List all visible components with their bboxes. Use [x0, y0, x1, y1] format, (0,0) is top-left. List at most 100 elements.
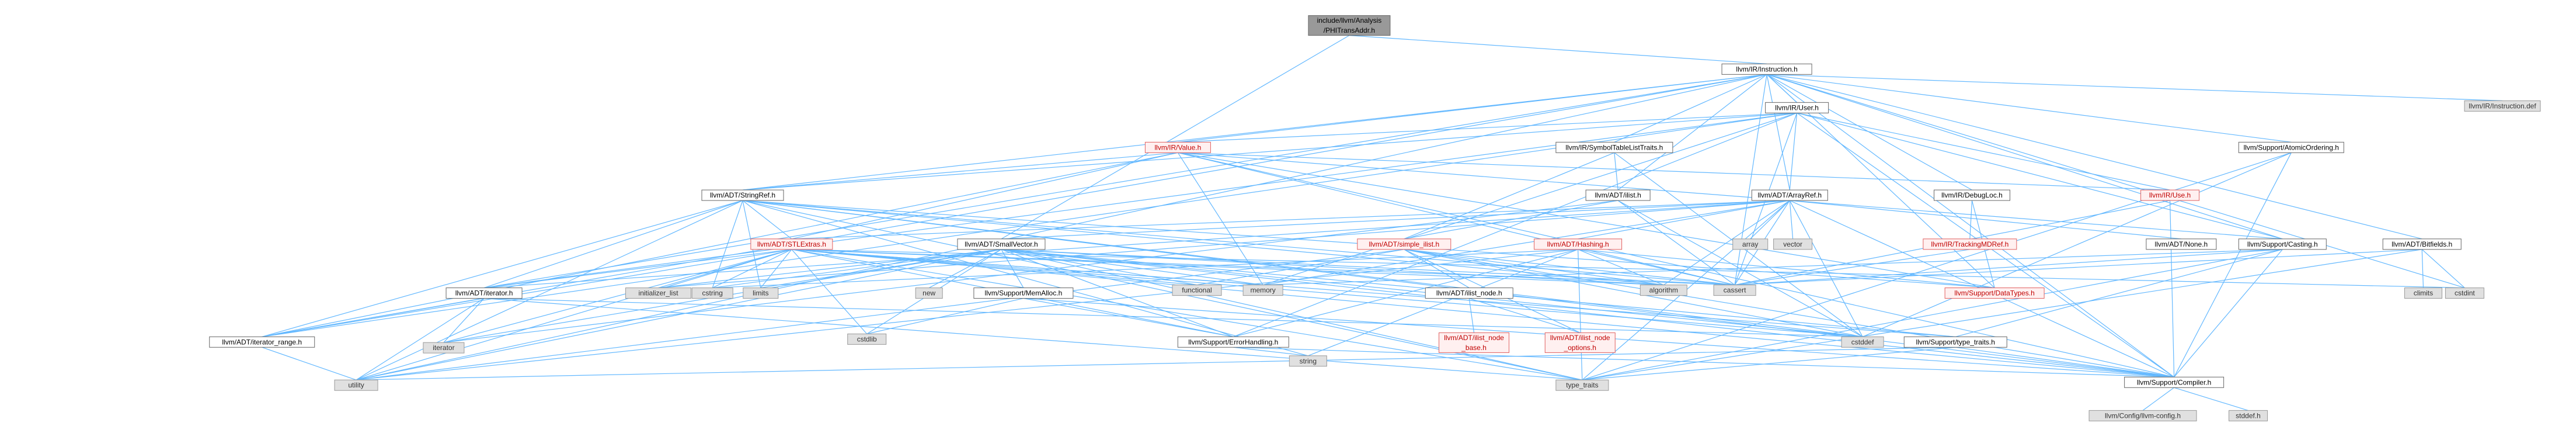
node-instdef[interactable]: llvm/IR/Instruction.def: [2464, 100, 2541, 112]
node-simplelist[interactable]: llvm/ADT/simple_ilist.h: [1357, 238, 1451, 250]
node-functional[interactable]: functional: [1172, 285, 1222, 296]
edge-value-casting: [1178, 152, 2283, 240]
edge-instruction-cassert: [1734, 74, 1767, 285]
node-debugloc[interactable]: llvm/IR/DebugLoc.h: [1933, 189, 2010, 201]
node-label: cassert: [1724, 286, 1746, 295]
node-ilistnode[interactable]: llvm/ADT/ilist_node.h: [1425, 288, 1513, 299]
node-array[interactable]: array: [1732, 238, 1769, 250]
node-cassert[interactable]: cassert: [1713, 285, 1756, 296]
node-nodebase[interactable]: llvm/ADT/ilist_node_base.h: [1439, 332, 1510, 353]
edge-simplelist-cassert: [1404, 249, 1735, 286]
edge-errhandling-compiler: [1233, 347, 2174, 377]
node-atomic[interactable]: llvm/Support/AtomicOrdering.h: [2238, 141, 2344, 153]
node-box: [2404, 288, 2442, 299]
node-box: [1242, 285, 1283, 296]
edge-user-memory: [1262, 112, 1797, 286]
edge-user-value: [1178, 112, 1797, 143]
node-box: [1555, 379, 1609, 391]
node-typetraitsh[interactable]: llvm/Support/type_traits.h: [1903, 336, 2007, 348]
edge-hashing-type_traits: [1578, 249, 1583, 380]
node-cstdlib[interactable]: cstdlib: [847, 333, 887, 345]
node-compiler[interactable]: llvm/Support/Compiler.h: [2124, 376, 2225, 388]
node-label: memory: [1250, 286, 1275, 295]
node-type_traits[interactable]: type_traits: [1555, 379, 1609, 391]
node-arrayref[interactable]: llvm/ADT/ArrayRef.h: [1751, 189, 1828, 201]
node-cstddef[interactable]: cstddef: [1841, 336, 1884, 348]
node-box: [1555, 141, 1673, 153]
edge-memalloc-errhandling: [1023, 297, 1234, 337]
node-vector[interactable]: vector: [1773, 238, 1813, 250]
edge-user-casting: [1797, 112, 2283, 240]
node-label: llvm/Config/llvm-config.h: [2105, 411, 2181, 420]
edge-smallvector-cassert: [1001, 249, 1735, 286]
node-label: limits: [753, 289, 768, 297]
node-memalloc[interactable]: llvm/Support/MemAlloc.h: [973, 288, 1074, 299]
edge-casting-cassert: [1735, 249, 2283, 286]
node-new[interactable]: new: [915, 288, 943, 299]
edge-stlextras-cstdlib: [791, 249, 868, 334]
node-box: [1289, 355, 1327, 367]
edge-stlextras-cstring: [712, 249, 792, 289]
node-box: [1773, 238, 1813, 250]
node-none[interactable]: llvm/ADT/None.h: [2146, 238, 2217, 250]
node-string[interactable]: string: [1289, 355, 1327, 367]
node-utility[interactable]: utility: [334, 379, 378, 391]
node-stddef[interactable]: stddef.h: [2229, 410, 2268, 421]
node-casting[interactable]: llvm/Support/Casting.h: [2238, 238, 2327, 250]
edge-root-smallvector: [1001, 35, 1350, 240]
node-nodeopts[interactable]: llvm/ADT/ilist_node_options.h: [1544, 332, 1616, 353]
edge-atomic-cstddef: [1862, 152, 2292, 337]
node-bitfields[interactable]: llvm/ADT/Bitfields.h: [2382, 238, 2462, 250]
edge-use-compiler: [2169, 200, 2175, 377]
node-use[interactable]: llvm/IR/Use.h: [2140, 189, 2200, 201]
node-symtab[interactable]: llvm/IR/SymbolTableListTraits.h: [1555, 141, 1673, 153]
node-label: climits: [2414, 289, 2433, 297]
node-ilist[interactable]: llvm/ADT/ilist.h: [1585, 189, 1651, 201]
node-hashing[interactable]: llvm/ADT/Hashing.h: [1534, 238, 1623, 250]
edge-instruction-instdef: [1767, 74, 2503, 101]
node-box: [1639, 285, 1687, 296]
node-iteratorstd[interactable]: iterator: [423, 342, 465, 354]
node-box: [1144, 141, 1211, 153]
node-label: llvm/Support/type_traits.h: [1916, 338, 1995, 346]
node-label: cstddef: [1851, 338, 1874, 346]
node-smallvector[interactable]: llvm/ADT/SmallVector.h: [957, 238, 1046, 250]
node-label: llvm/Support/MemAlloc.h: [985, 289, 1063, 297]
node-iterator[interactable]: llvm/ADT/iterator.h: [445, 288, 523, 299]
node-memory[interactable]: memory: [1242, 285, 1283, 296]
node-errhandling[interactable]: llvm/Support/ErrorHandling.h: [1177, 336, 1289, 348]
node-label: llvm/ADT/ilist_node: [1444, 334, 1504, 342]
node-root[interactable]: include/llvm/Analysis/PHITransAddr.h: [1308, 15, 1391, 36]
node-label: array: [1742, 240, 1758, 248]
node-label: iterator: [433, 344, 454, 352]
node-config[interactable]: llvm/Config/llvm-config.h: [2088, 410, 2197, 421]
node-instruction[interactable]: llvm/IR/Instruction.h: [1721, 63, 1812, 75]
node-stlextras[interactable]: llvm/ADT/STLExtras.h: [750, 238, 833, 250]
node-cstdint[interactable]: cstdint: [2445, 288, 2484, 299]
node-user[interactable]: llvm/IR/User.h: [1765, 102, 1829, 113]
edge-instruction-casting: [1766, 74, 2283, 240]
node-label: llvm/IR/TrackingMDRef.h: [1931, 240, 2008, 248]
node-cstring[interactable]: cstring: [691, 288, 733, 299]
node-climits[interactable]: climits: [2404, 288, 2442, 299]
node-stringref[interactable]: llvm/ADT/StringRef.h: [701, 189, 784, 201]
node-box: [1933, 189, 2010, 201]
edge-debugloc-trackingmd: [1969, 200, 1973, 239]
edge-hashing-utility: [356, 249, 1578, 380]
edge-typetraitsh-type_traits: [1582, 347, 1956, 380]
edge-memalloc-cstdlib: [866, 297, 1024, 334]
edge-value-iterrange: [262, 152, 1178, 337]
edge-smallvector-errhandling: [1001, 249, 1234, 337]
edge-typetraitsh-utility: [356, 347, 1956, 380]
node-initlist[interactable]: initializer_list: [625, 288, 692, 299]
edge-stringref-stlextras: [742, 200, 792, 240]
node-value[interactable]: llvm/IR/Value.h: [1144, 141, 1211, 153]
node-limits[interactable]: limits: [743, 288, 779, 299]
node-algorithm[interactable]: algorithm: [1639, 285, 1687, 296]
node-trackingmd[interactable]: llvm/IR/TrackingMDRef.h: [1923, 238, 2017, 250]
edge-user-arrayref: [1789, 113, 1798, 191]
node-datatypes[interactable]: llvm/Support/DataTypes.h: [1944, 288, 2045, 299]
node-iterrange[interactable]: llvm/ADT/iterator_range.h: [209, 336, 315, 348]
node-label: llvm/Support/AtomicOrdering.h: [2244, 143, 2339, 151]
